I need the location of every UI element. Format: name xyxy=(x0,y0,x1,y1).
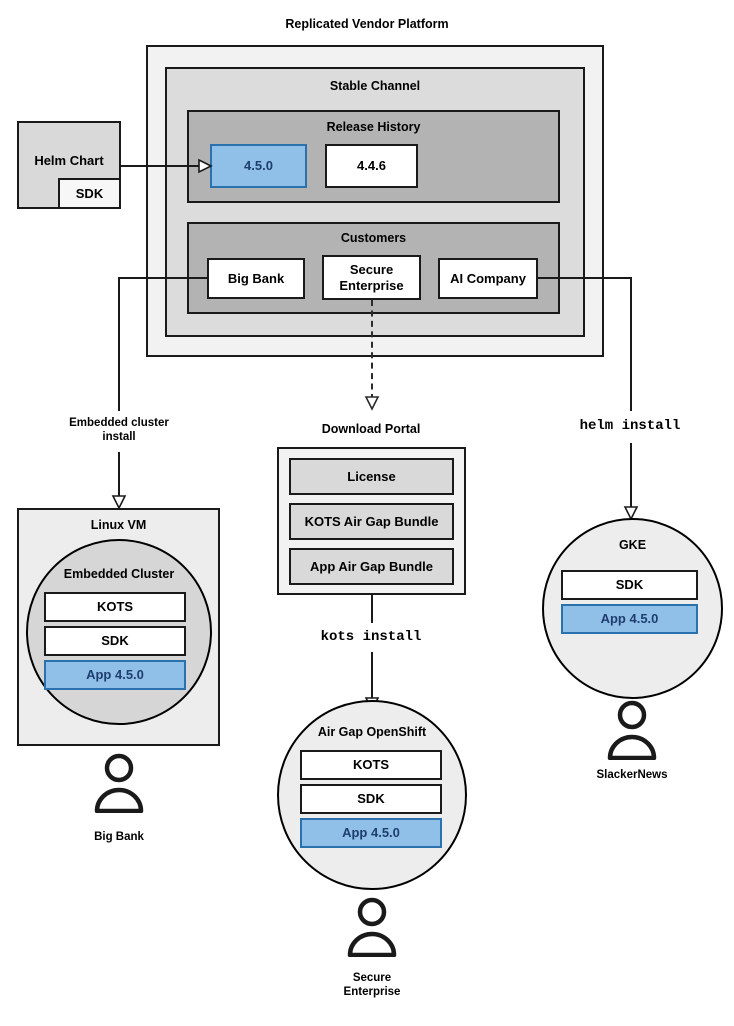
artifact-license[interactable]: License xyxy=(289,458,454,495)
artifact-kots-air-gap-bundle[interactable]: KOTS Air Gap Bundle xyxy=(289,503,454,540)
customer-big-bank[interactable]: Big Bank xyxy=(207,258,305,299)
linuxvm-component-kots[interactable]: KOTS xyxy=(44,592,186,622)
air-gap-openshift-title: Air Gap OpenShift xyxy=(317,725,427,740)
gke-component-sdk[interactable]: SDK xyxy=(561,570,698,600)
linuxvm-component-app[interactable]: App 4.5.0 xyxy=(44,660,186,690)
arrowhead-helmchart-to-release xyxy=(198,158,213,174)
env-customer-big-bank: Big Bank xyxy=(94,830,144,843)
embedded-cluster-title: Embedded Cluster xyxy=(63,567,175,582)
helm-chart-sdk-box[interactable]: SDK xyxy=(58,178,121,209)
user-icon-secure-enterprise xyxy=(347,897,397,957)
linux-vm-title: Linux VM xyxy=(90,518,147,533)
stable-channel-title: Stable Channel xyxy=(329,79,421,94)
customer-ai-company[interactable]: AI Company xyxy=(438,258,538,299)
connector-portal-to-kots-install xyxy=(371,595,373,623)
gke-title: GKE xyxy=(618,538,647,553)
env-customer-secure-enterprise: Secure Enterprise xyxy=(343,971,401,998)
flow-label-kots-install: kots install xyxy=(320,629,422,646)
connector-helm-install-vertical xyxy=(630,443,632,511)
flow-label-helm-install: helm install xyxy=(579,418,681,435)
connector-bigbank-horizontal xyxy=(118,277,208,279)
user-icon-slackernews xyxy=(607,700,657,760)
openshift-component-sdk[interactable]: SDK xyxy=(300,784,442,814)
flow-label-download-portal: Download Portal xyxy=(321,422,421,437)
release-4-4-6[interactable]: 4.4.6 xyxy=(325,144,418,188)
flow-label-embedded-cluster-install: Embedded cluster install xyxy=(69,416,169,443)
connector-aicompany-horizontal xyxy=(537,277,632,279)
release-4-5-0[interactable]: 4.5.0 xyxy=(210,144,307,188)
openshift-component-app[interactable]: App 4.5.0 xyxy=(300,818,442,848)
arrowhead-to-download-portal xyxy=(364,396,380,411)
connector-helmchart-to-release xyxy=(121,165,202,167)
arrowhead-to-gke xyxy=(623,506,639,521)
arrowhead-to-linux-vm xyxy=(111,495,127,510)
helm-chart-label: Helm Chart xyxy=(34,153,104,169)
connector-secure-enterprise-dashed xyxy=(371,300,373,400)
user-icon-big-bank xyxy=(94,753,144,813)
linuxvm-component-sdk[interactable]: SDK xyxy=(44,626,186,656)
page-title: Replicated Vendor Platform xyxy=(285,17,449,32)
release-history-title: Release History xyxy=(326,119,421,134)
openshift-component-kots[interactable]: KOTS xyxy=(300,750,442,780)
connector-embedded-install-vertical xyxy=(118,452,120,500)
gke-component-app[interactable]: App 4.5.0 xyxy=(561,604,698,634)
connector-kots-install-vertical xyxy=(371,652,373,702)
env-customer-slackernews: SlackerNews xyxy=(596,768,668,781)
connector-bigbank-vertical xyxy=(118,277,120,411)
customers-title: Customers xyxy=(340,230,407,245)
customer-secure-enterprise[interactable]: Secure Enterprise xyxy=(322,255,421,300)
connector-aicompany-vertical xyxy=(630,277,632,411)
artifact-app-air-gap-bundle[interactable]: App Air Gap Bundle xyxy=(289,548,454,585)
